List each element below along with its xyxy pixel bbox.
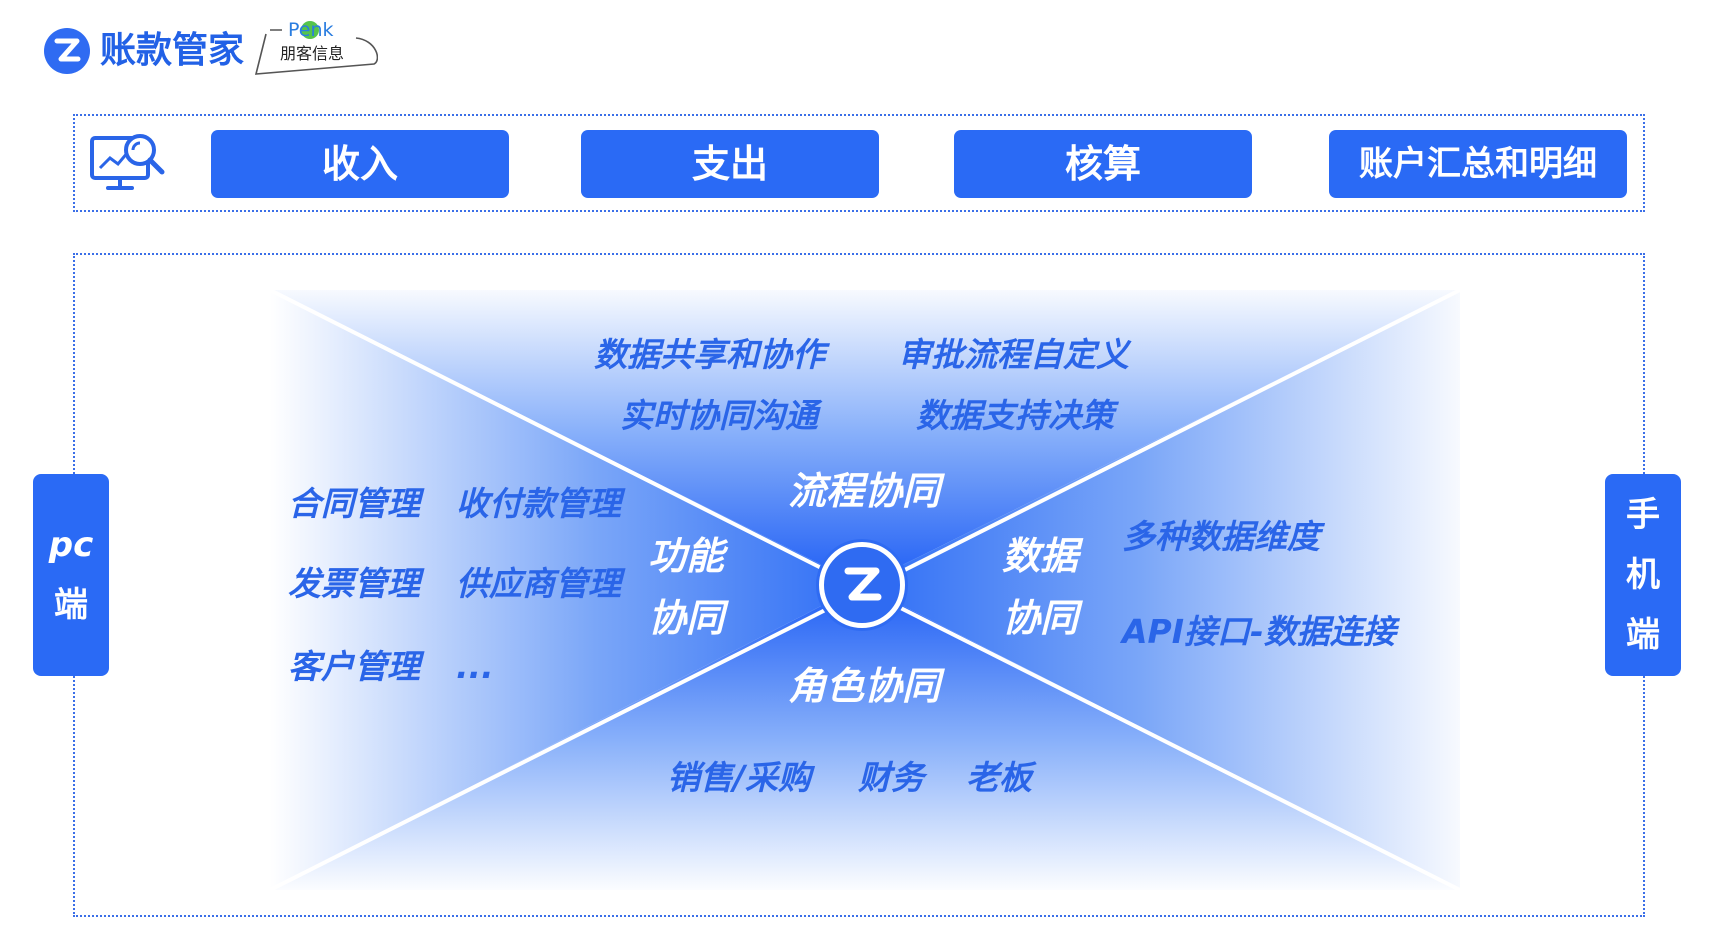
module-accounting-button[interactable]: 核算 [954, 130, 1252, 198]
top-item-approval-flow: 审批流程自定义 [898, 335, 1129, 374]
platform-pc-tab[interactable]: pc 端 [33, 474, 109, 676]
top-item-realtime-communication: 实时协同沟通 [620, 396, 818, 435]
bottom-item-boss: 老板 [966, 758, 1032, 797]
sector-bottom-shape [270, 585, 1460, 890]
bottom-item-sales-purchase: 销售/采购 [667, 758, 812, 797]
center-z-logo-icon [819, 542, 905, 628]
sector-title-role: 角色协同 [788, 664, 941, 708]
right-item-api: API接口-数据连接 [1122, 612, 1396, 651]
platform-pc-label: pc [48, 525, 94, 565]
sector-title-data-line2: 协同 [1002, 596, 1079, 640]
sector-title-data-line1: 数据 [1002, 534, 1079, 578]
sector-title-function-line1: 功能 [648, 534, 725, 578]
platform-pc-suffix: 端 [54, 585, 88, 625]
left-item-more: ... [456, 647, 494, 686]
left-item-customer: 客户管理 [288, 647, 420, 686]
bottom-item-finance: 财务 [858, 758, 924, 797]
left-item-contract: 合同管理 [288, 484, 420, 523]
brand-name: 账款管家 [100, 30, 245, 71]
monitor-analytics-icon [90, 134, 165, 190]
left-item-invoice: 发票管理 [288, 564, 420, 603]
left-item-payment: 收付款管理 [456, 484, 621, 523]
module-income-button[interactable]: 收入 [211, 130, 509, 198]
sector-title-process: 流程协同 [788, 469, 941, 513]
platform-mobile-char-2: 机 [1626, 555, 1660, 595]
platform-mobile-char-3: 端 [1626, 615, 1660, 655]
brand-logo-icon [44, 28, 90, 74]
platform-mobile-char-1: 手 [1626, 495, 1660, 535]
top-item-data-sharing: 数据共享和协作 [594, 335, 825, 374]
sector-top-shape [270, 290, 1460, 585]
right-item-dimensions: 多种数据维度 [1122, 517, 1320, 556]
partner-badge-icon [254, 21, 378, 75]
module-expense-button[interactable]: 支出 [581, 130, 879, 198]
sector-title-function-line2: 协同 [648, 596, 725, 640]
module-account-summary-button[interactable]: 账户汇总和明细 [1329, 130, 1627, 198]
partner-name-en: Penk [288, 19, 334, 41]
sector-left-shape [270, 290, 862, 890]
top-item-decision-support: 数据支持决策 [916, 396, 1114, 435]
left-item-supplier: 供应商管理 [456, 564, 621, 603]
module-bar-frame [73, 114, 1645, 212]
platform-mobile-tab[interactable]: 手 机 端 [1605, 474, 1681, 676]
sector-right-shape [862, 290, 1460, 890]
partner-name-cn: 朋客信息 [280, 44, 345, 63]
